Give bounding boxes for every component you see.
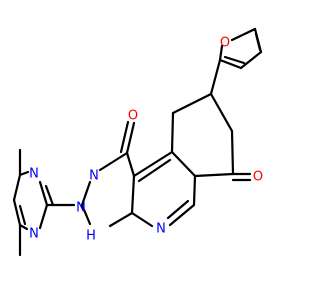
furan-oxygen-label: O	[220, 36, 230, 51]
bond	[171, 92, 213, 115]
bond	[230, 129, 235, 176]
bond	[209, 58, 222, 96]
bond	[170, 150, 197, 178]
bond	[254, 32, 262, 52]
pyrazole-hydrogen-label: H	[86, 229, 96, 244]
bond	[80, 203, 92, 226]
bond	[130, 174, 136, 215]
bond	[168, 203, 196, 227]
bond	[170, 111, 175, 154]
ketone-oxygen-label: O	[253, 170, 263, 185]
bond	[44, 184, 55, 207]
bond	[12, 198, 22, 227]
bond	[108, 211, 134, 228]
bond	[125, 121, 136, 155]
bond	[192, 174, 197, 207]
bond	[18, 223, 29, 231]
bond	[132, 150, 174, 178]
bond	[80, 180, 92, 207]
molecule-canvas: O O O N N H N N N	[12, 27, 264, 257]
pyrazole-nitrogen-label: N	[89, 169, 99, 184]
bond	[137, 158, 172, 183]
bond	[193, 172, 235, 178]
bond	[18, 204, 27, 226]
bond	[38, 203, 49, 230]
bond	[12, 173, 22, 202]
bond	[230, 27, 257, 42]
bond	[223, 55, 246, 65]
bond	[218, 44, 224, 62]
bond	[98, 151, 129, 172]
molecule-structure: O O O N N H N N N	[12, 27, 263, 257]
bond	[218, 58, 243, 70]
bond	[209, 92, 234, 133]
bonds	[12, 27, 263, 257]
bond	[119, 120, 130, 154]
atom-labels: O O O N N H N N N	[29, 36, 263, 244]
bond	[38, 180, 49, 207]
ketone-oxygen-label: O	[128, 109, 138, 124]
bond	[130, 211, 154, 228]
pyrimidine-nitrogen-label: N	[29, 227, 39, 242]
bond	[18, 170, 30, 177]
pyrazole-nitrogen-label: N	[76, 201, 86, 216]
pyridine-nitrogen-label: N	[156, 222, 166, 237]
bond	[125, 151, 136, 178]
bond	[166, 199, 190, 220]
pyrimidine-nitrogen-label: N	[29, 167, 39, 182]
bond	[239, 50, 263, 70]
